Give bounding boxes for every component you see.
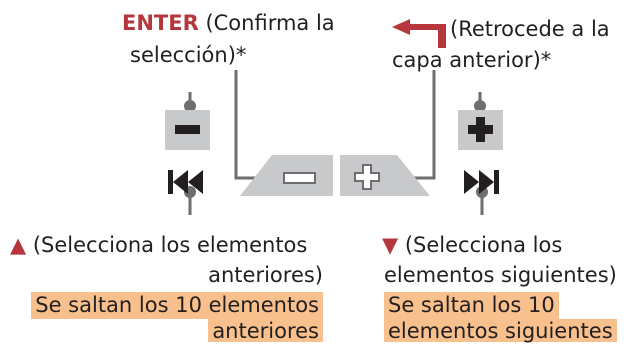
plus-key-icon [458,110,503,150]
down-triangle-icon: ▼ [382,233,399,257]
enter-description: (Confirma la [205,11,335,35]
minus-key-icon [165,110,210,150]
center-minus-button [240,155,333,196]
next-skip-highlight-line1: Se saltan los 10 [384,292,559,319]
next-label-line1: ▼ (Selecciona los [382,232,562,259]
connector-dots [184,100,488,198]
back-label-line1: (Retrocede a la [450,17,610,41]
next-skip-highlight-line2: elementos siguientes [384,319,617,343]
next-label-line2: elementos siguientes) [384,263,617,287]
back-arrow-icon [392,19,446,48]
center-plus-button [340,155,430,196]
previous-label-line1: ▲ (Selecciona los elementos [10,232,307,259]
previous-track-icon [168,170,203,194]
back-label-line2: capa anterior)* [392,48,552,72]
previous-skip-highlight-line1: Se saltan los 10 elementos [31,292,323,319]
connector-lines [188,70,484,215]
enter-label-line1: ENTER (Confirma la [122,10,335,37]
next-track-icon [464,170,499,194]
enter-label-line2: selección)* [130,43,247,67]
next-label-text: (Selecciona los [404,233,563,257]
enter-word: ENTER [122,11,199,35]
previous-label-text: (Selecciona los elementos [32,233,308,257]
previous-skip-highlight-line2: anteriores [208,319,323,343]
previous-label-line2: anteriores) [208,263,323,287]
up-triangle-icon: ▲ [10,233,27,257]
